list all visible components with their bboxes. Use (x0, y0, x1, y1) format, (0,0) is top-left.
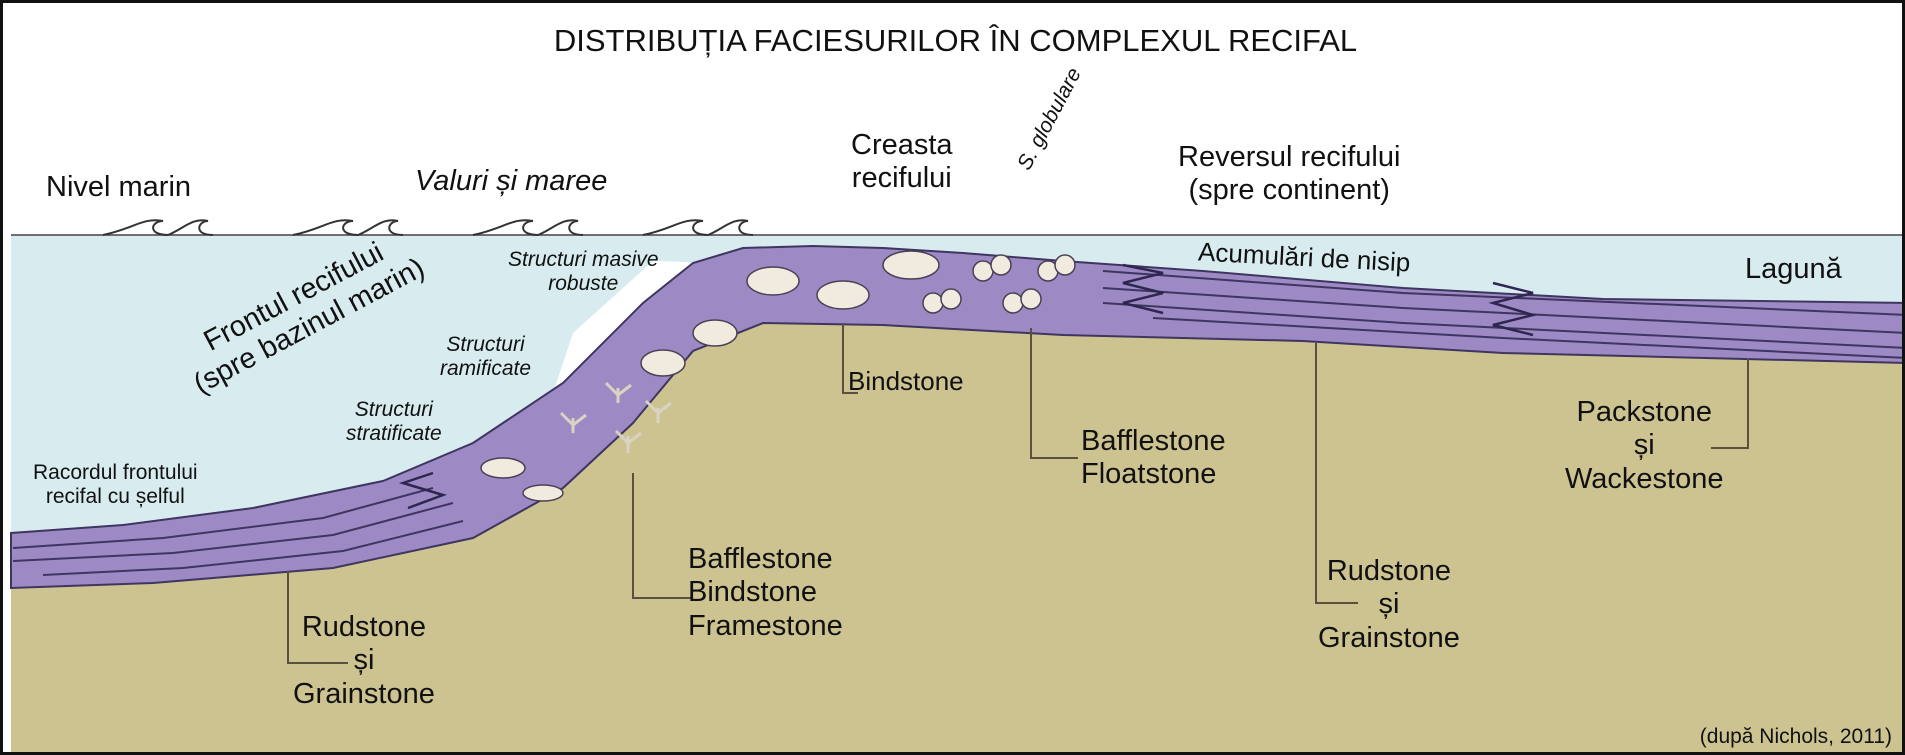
waves-tides-label: Valuri și maree (415, 165, 607, 198)
diagram-title: DISTRIBUȚIA FACIESURILOR ÎN COMPLEXUL RE… (3, 23, 1905, 59)
sea-level-label: Nivel marin (46, 171, 191, 204)
lagoon-label: Lagună (1745, 253, 1842, 286)
bindstone-label: Bindstone (848, 367, 964, 397)
wave-icon (103, 220, 753, 235)
source-note: (după Nichols, 2011) (1700, 725, 1892, 749)
back-reef-label: Reversul recifului(spre continent) (1178, 141, 1400, 208)
